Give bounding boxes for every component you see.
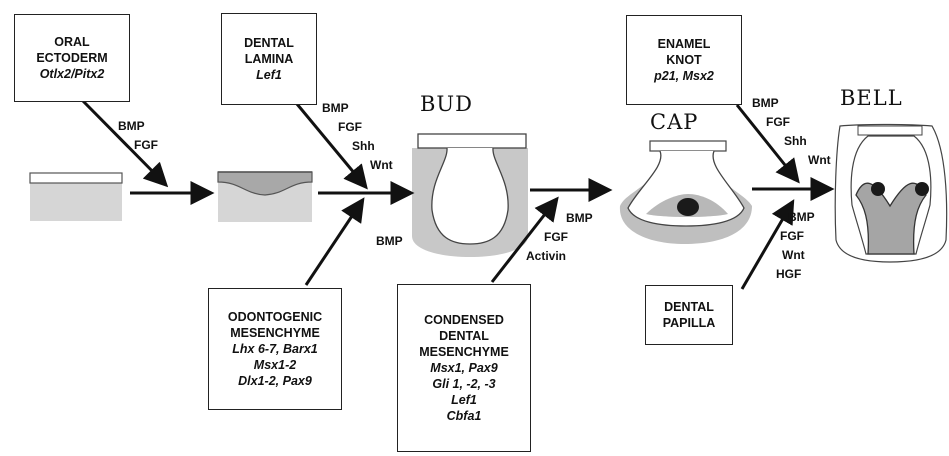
oral-ectoderm-title-2: ECTODERM: [36, 50, 107, 66]
odontogenic-gene-2: Msx1-2: [254, 357, 296, 373]
enamel-knot-title-1: ENAMEL: [658, 36, 711, 52]
signal-fgf: FGF: [134, 136, 158, 155]
oral-ectoderm-box: ORAL ECTODERM Otlx2/Pitx2: [14, 14, 130, 102]
signal-shh: Shh: [352, 137, 393, 156]
stage-label-bud: BUD: [420, 92, 473, 116]
signals-enamel-knot: BMP FGF Shh Wnt: [752, 94, 831, 170]
odontogenic-title-2: MESENCHYME: [230, 325, 320, 341]
cap-stage-drawing: [620, 141, 752, 244]
oral-ectoderm-title-1: ORAL: [54, 34, 89, 50]
oral-ectoderm-gene: Otlx2/Pitx2: [40, 66, 105, 82]
signal-bmp: BMP: [788, 208, 815, 227]
signal-activin: Activin: [526, 247, 593, 266]
signals-oral: BMP FGF: [118, 117, 158, 155]
enamel-knot-box: ENAMEL KNOT p21, Msx2: [626, 15, 742, 105]
dental-lamina-gene: Lef1: [256, 67, 282, 83]
dental-papilla-title-1: DENTAL: [664, 299, 714, 315]
signals-mesenchyme: BMP: [376, 232, 403, 251]
odontogenic-gene-3: Dlx1-2, Pax9: [238, 373, 312, 389]
signal-fgf: FGF: [338, 118, 393, 137]
signal-bmp: BMP: [566, 209, 593, 228]
signals-papilla: BMP FGF Wnt HGF: [776, 208, 815, 284]
condensed-title-3: MESENCHYME: [419, 344, 509, 360]
arrow-mesenchyme-up: [306, 201, 362, 285]
condensed-gene-1: Msx1, Pax9: [430, 360, 497, 376]
signal-bmp: BMP: [376, 232, 403, 251]
signal-shh: Shh: [784, 132, 831, 151]
signals-lamina: BMP FGF Shh Wnt: [322, 99, 393, 175]
dental-lamina-title-1: DENTAL: [244, 35, 294, 51]
enamel-knot-title-2: KNOT: [666, 52, 701, 68]
dental-lamina-drawing: [218, 172, 312, 222]
signal-hgf: HGF: [776, 265, 815, 284]
dental-lamina-box: DENTAL LAMINA Lef1: [221, 13, 317, 105]
condensed-title-1: CONDENSED: [424, 312, 504, 328]
stage-label-bell: BELL: [840, 86, 903, 110]
condensed-gene-4: Cbfa1: [447, 408, 482, 424]
odontogenic-title-1: ODONTOGENIC: [228, 309, 322, 325]
signal-fgf: FGF: [766, 113, 831, 132]
dental-lamina-title-2: LAMINA: [245, 51, 294, 67]
condensed-title-2: DENTAL: [439, 328, 489, 344]
signal-bmp: BMP: [752, 94, 831, 113]
odontogenic-mesenchyme-box: ODONTOGENIC MESENCHYME Lhx 6-7, Barx1 Ms…: [208, 288, 342, 410]
signal-fgf: FGF: [544, 228, 593, 247]
signal-fgf: FGF: [780, 227, 815, 246]
signal-bmp: BMP: [322, 99, 393, 118]
dental-papilla-title-2: PAPILLA: [663, 315, 716, 331]
condensed-dental-mesenchyme-box: CONDENSED DENTAL MESENCHYME Msx1, Pax9 G…: [397, 284, 531, 452]
signal-wnt: Wnt: [808, 151, 831, 170]
condensed-gene-2: Gli 1, -2, -3: [432, 376, 495, 392]
signals-condensed: BMP FGF Activin: [526, 209, 593, 266]
signal-bmp: BMP: [118, 117, 158, 136]
bell-stage-drawing: [835, 125, 946, 263]
initial-epithelium-drawing: [30, 173, 122, 221]
dental-papilla-box: DENTAL PAPILLA: [645, 285, 733, 345]
enamel-knot-dot: [677, 198, 699, 216]
enamel-knot-gene: p21, Msx2: [654, 68, 714, 84]
odontogenic-gene-1: Lhx 6-7, Barx1: [232, 341, 317, 357]
stage-label-cap: CAP: [650, 110, 698, 134]
signal-wnt: Wnt: [782, 246, 815, 265]
bud-stage-drawing: [412, 134, 528, 257]
signal-wnt: Wnt: [370, 156, 393, 175]
condensed-gene-3: Lef1: [451, 392, 477, 408]
